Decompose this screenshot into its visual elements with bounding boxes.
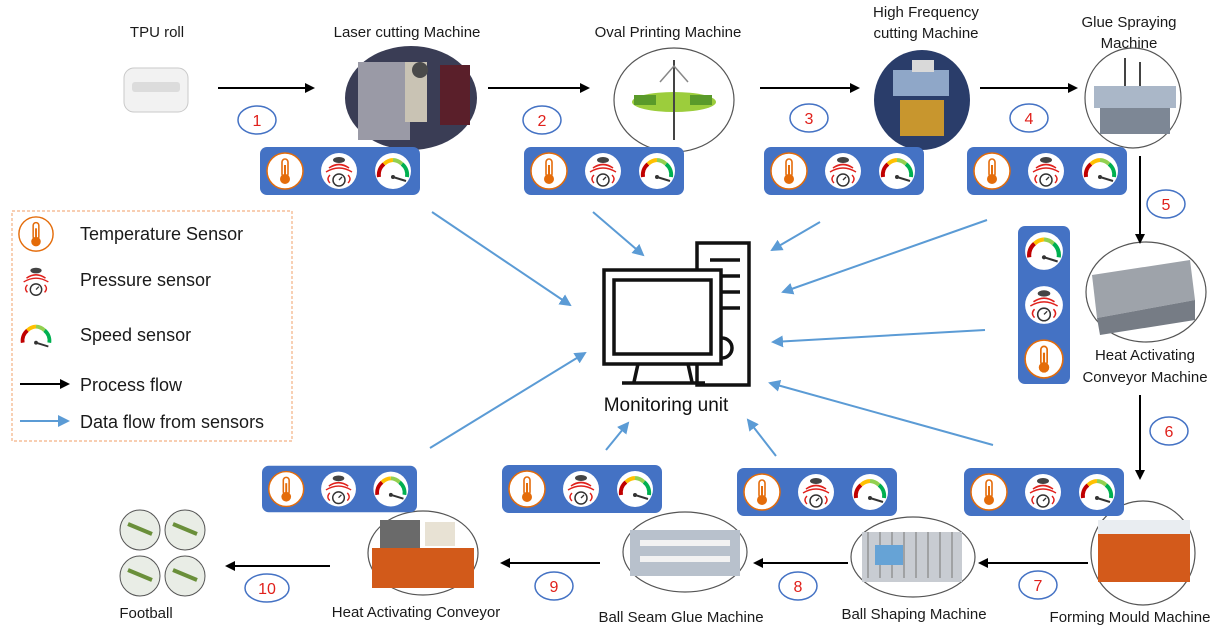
label-heat-activating-2: Conveyor Machine bbox=[1082, 369, 1207, 386]
pressure-sensor-icon bbox=[18, 263, 54, 299]
sensor-panel-4 bbox=[967, 147, 1127, 195]
label-oval-printing: Oval Printing Machine bbox=[595, 24, 742, 41]
step-number: 1 bbox=[253, 113, 262, 130]
legend-data: Data flow from sensors bbox=[80, 412, 264, 432]
label-tpu-roll: TPU roll bbox=[130, 24, 184, 41]
sensor-panel-2 bbox=[524, 147, 684, 195]
label-hf-cutting-2: cutting Machine bbox=[873, 25, 978, 42]
legend-speed: Speed sensor bbox=[80, 325, 191, 345]
label-ball-seam-glue: Ball Seam Glue Machine bbox=[598, 609, 763, 626]
sensor-panel-9 bbox=[964, 468, 1124, 516]
step-number: 5 bbox=[1162, 197, 1171, 214]
label-laser-cutting: Laser cutting Machine bbox=[334, 24, 481, 41]
step-number: 9 bbox=[550, 579, 559, 596]
monitoring-unit-label: Monitoring unit bbox=[604, 395, 729, 416]
label-heat-activating-conveyor: Heat Activating Conveyor bbox=[332, 604, 500, 621]
label-ball-shaping: Ball Shaping Machine bbox=[841, 606, 986, 623]
legend-process: Process flow bbox=[80, 375, 183, 395]
step-number: 8 bbox=[794, 579, 803, 596]
legend-temperature: Temperature Sensor bbox=[80, 224, 243, 244]
football-image bbox=[118, 508, 212, 602]
process-flow-arrows bbox=[218, 83, 1145, 571]
sensor-panel-5 bbox=[1018, 226, 1070, 384]
tpu-roll-image bbox=[123, 67, 189, 113]
monitoring-unit: Monitoring unit bbox=[602, 241, 751, 416]
laser-cutting-image bbox=[345, 46, 477, 150]
step-number: 2 bbox=[538, 113, 547, 130]
label-glue-spraying-2: Machine bbox=[1101, 35, 1158, 52]
label-heat-activating-1: Heat Activating bbox=[1095, 347, 1195, 364]
legend-pressure: Pressure sensor bbox=[80, 270, 211, 290]
step-number: 4 bbox=[1025, 111, 1034, 128]
sensor-panel-3 bbox=[764, 147, 924, 195]
computer-icon bbox=[602, 241, 751, 387]
step-number: 7 bbox=[1034, 578, 1043, 595]
heat-activating-conveyor-image bbox=[367, 510, 479, 596]
step-number: 10 bbox=[258, 581, 276, 598]
ball-seam-glue-image bbox=[622, 511, 748, 593]
label-hf-cutting-1: High Frequency bbox=[873, 4, 979, 21]
legend: Temperature Sensor Pressure sensor Speed… bbox=[11, 210, 293, 442]
label-forming-mould: Forming Mould Machine bbox=[1050, 609, 1211, 626]
sensor-panel-7 bbox=[502, 465, 662, 513]
sensor-panel-6 bbox=[262, 466, 417, 513]
oval-printing-image bbox=[613, 47, 735, 153]
sensor-panel-1 bbox=[260, 147, 420, 195]
step-number: 6 bbox=[1165, 424, 1174, 441]
ball-shaping-image bbox=[850, 516, 976, 598]
speed-sensor-icon bbox=[17, 318, 55, 356]
heat-activating-machine-image bbox=[1085, 241, 1207, 343]
sensor-panel-8 bbox=[737, 468, 897, 516]
temperature-sensor-icon bbox=[18, 216, 54, 252]
data-flow-arrows bbox=[429, 211, 994, 457]
step-number: 3 bbox=[805, 111, 814, 128]
forming-mould-image bbox=[1090, 500, 1196, 606]
glue-spraying-image bbox=[1084, 47, 1182, 149]
label-football: Football bbox=[119, 605, 172, 622]
step-badges: 1 2 3 4 5 6 7 8 9 10 bbox=[237, 103, 1189, 603]
hf-cutting-image bbox=[874, 50, 970, 150]
label-glue-spraying-1: Glue Spraying bbox=[1081, 14, 1176, 31]
